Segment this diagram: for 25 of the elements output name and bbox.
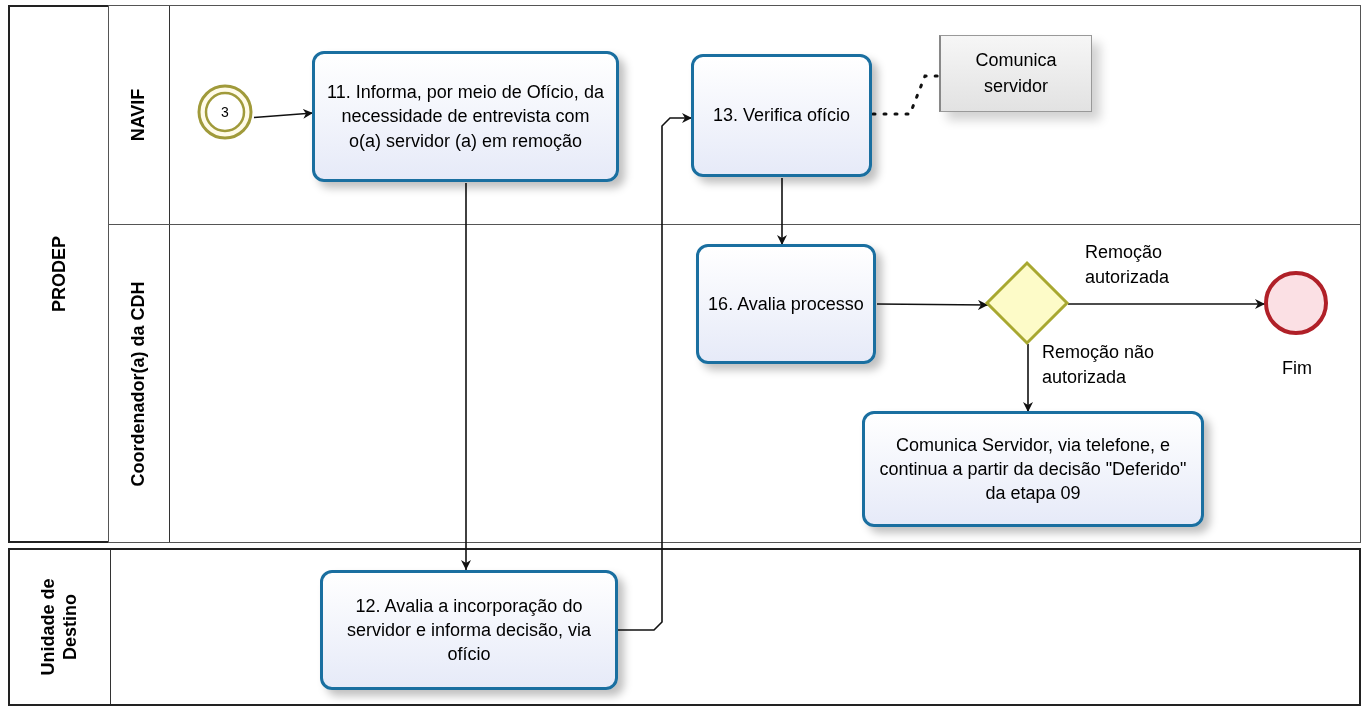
- sequence-arrow: [1067, 299, 1266, 309]
- pool-label: PRODEP: [49, 236, 71, 312]
- sequence-arrow: [777, 177, 787, 246]
- start-event: [197, 84, 253, 140]
- task-box: 12. Avalia a incorporação do servidor e informa decisão, via ofício: [320, 570, 618, 690]
- pool: [8, 5, 1361, 543]
- lane-label: NAVIF: [128, 88, 150, 142]
- sequence-arrow: [1023, 343, 1033, 413]
- event-number: 3: [221, 104, 229, 120]
- sequence-arrow: [461, 182, 471, 571]
- task-box: 13. Verifica ofício: [691, 54, 872, 177]
- task-box: 11. Informa, por meio de Ofício, da necessidade de entrevista com o(a) servidor (a) em remoção: [312, 51, 619, 182]
- sequence-arrow: [617, 113, 693, 631]
- pool-label: Unidade de Destino: [38, 577, 81, 678]
- text-annotation: Comunica servidor: [939, 35, 1092, 112]
- task-box: 16. Avalia processo: [696, 244, 876, 364]
- pool: [8, 548, 1361, 706]
- end-event: [1264, 271, 1328, 335]
- task-box: Comunica Servidor, via telefone, e continua a partir da decisão "Deferido" da etapa 09: [862, 411, 1204, 527]
- lane-label: Coordenador(a) da CDH: [128, 281, 150, 486]
- swimlane: [108, 224, 1361, 543]
- swimlane: [108, 5, 1361, 225]
- sequence-arrow: [876, 299, 989, 310]
- gateway-diamond: [987, 263, 1067, 343]
- sequence-arrow: [253, 108, 314, 119]
